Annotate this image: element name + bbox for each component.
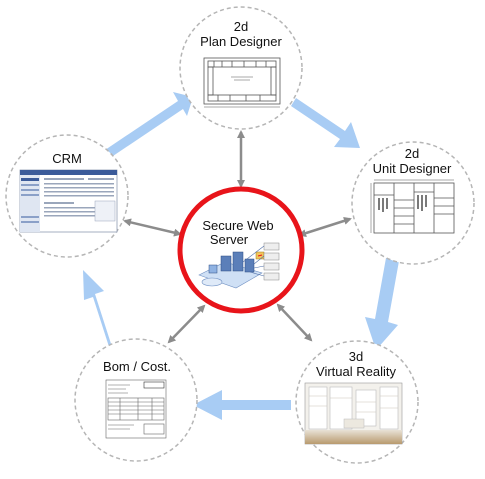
node-unit-designer[interactable]: 2d Unit Designer	[351, 141, 475, 265]
arrow-unit-to-virtual-reality	[365, 258, 399, 350]
node-crm[interactable]: CRM	[5, 134, 129, 258]
arrow-virtual-reality-to-bom	[193, 390, 291, 420]
plan-designer-label-line2: Plan Designer	[200, 34, 282, 49]
server-connectors	[123, 130, 352, 344]
bill-of-materials-thumbnail	[105, 379, 167, 439]
virtual-reality-label-line1: 3d	[349, 349, 363, 364]
connector-unit-designer	[298, 217, 352, 237]
plan-designer-label-line1: 2d	[234, 19, 248, 34]
bom-cost-label-line1: Bom / Cost.	[103, 359, 171, 374]
node-secure-web-server[interactable]: Secure Web Server	[177, 186, 305, 314]
hanging-clothes-thumbnail	[378, 195, 427, 212]
node-bom-cost[interactable]: Bom / Cost.	[74, 338, 198, 462]
cycle-arrows	[83, 92, 399, 420]
connector-crm	[123, 218, 182, 237]
crm-label-line1: CRM	[52, 151, 82, 166]
closet-elevation-thumbnail	[370, 179, 455, 234]
arrow-bom-to-crm	[83, 270, 113, 353]
server-ring	[177, 186, 305, 314]
server-label-line1: Secure Web	[202, 218, 273, 233]
unit-designer-label-line2: Unit Designer	[373, 161, 452, 176]
server-infrastructure-icon	[198, 242, 280, 289]
server-label-line2: Server	[210, 232, 249, 247]
arrow-crm-to-plan-designer	[105, 92, 193, 158]
connector-virtual-reality	[276, 303, 313, 342]
node-virtual-reality[interactable]: 3d Virtual Reality	[295, 340, 419, 464]
3d-render-thumbnail	[304, 382, 403, 445]
unit-designer-label-line1: 2d	[405, 146, 419, 161]
virtual-reality-label-line2: Virtual Reality	[316, 364, 396, 379]
floor-plan-thumbnail	[203, 57, 281, 108]
node-plan-designer[interactable]: 2d Plan Designer	[179, 6, 303, 130]
connector-bom-cost	[167, 304, 206, 344]
arrow-plan-to-unit-designer	[291, 98, 360, 148]
crm-screenshot-thumbnail	[19, 169, 118, 233]
